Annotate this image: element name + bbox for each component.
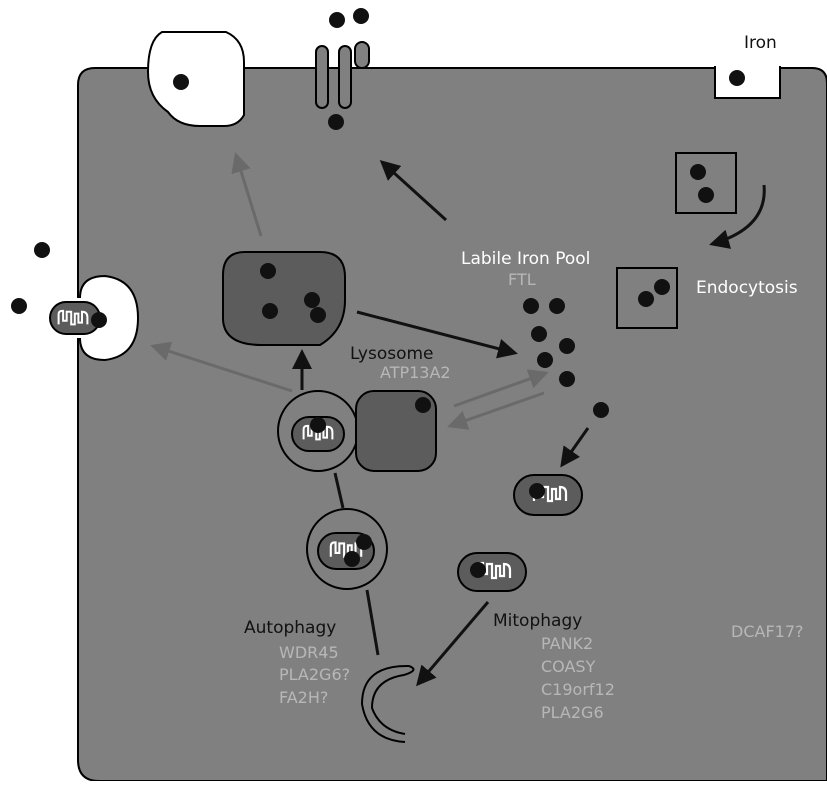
autophagy-label: Autophagy — [244, 618, 336, 638]
iron-dot — [593, 402, 609, 418]
dcaf17-label: DCAF17? — [731, 622, 804, 641]
autophagy-gene: PLA2G6? — [279, 665, 350, 684]
phagophore — [403, 665, 415, 676]
iron-dot — [329, 12, 345, 28]
autophagy-track — [333, 472, 345, 509]
mitophagy-gene: C19orf12 — [541, 680, 615, 699]
mitophagy-gene: PLA2G6 — [541, 703, 604, 722]
iron-dot — [690, 164, 706, 180]
iron-dot — [415, 397, 431, 413]
grey-arrow-from-pool — [447, 391, 545, 430]
atp13a2-label: ATP13A2 — [380, 363, 451, 382]
lysosome-label: Lysosome — [350, 344, 434, 364]
iron-dot — [470, 562, 486, 578]
iron-dot — [529, 483, 545, 499]
endosome — [675, 152, 737, 214]
ferroportin-cp-channel — [315, 41, 370, 109]
iron-dot — [523, 298, 539, 314]
arrow-mitophagy — [416, 601, 490, 687]
grey-arrow-left — [150, 341, 293, 393]
iron-dot — [310, 307, 326, 323]
iron-dot — [638, 291, 654, 307]
endocytosis-arrow — [709, 184, 766, 249]
iron-dot — [262, 303, 278, 319]
cp-label: CP — [388, 33, 410, 53]
iron-dot — [549, 298, 565, 314]
iron-dot — [654, 279, 670, 295]
iron-dot — [559, 338, 575, 354]
ftl-label: FTL — [508, 270, 536, 289]
iron-dot — [173, 74, 189, 90]
arrow-lysosome-to-pool — [356, 310, 518, 359]
grey-arrow-to-pool — [453, 369, 549, 408]
phagophore — [360, 664, 410, 743]
endocytosis-label: Endocytosis — [696, 278, 798, 298]
endosome — [616, 267, 678, 329]
left-vesicle — [79, 274, 140, 362]
iron-dot — [344, 551, 360, 567]
grey-arrow-up — [231, 152, 263, 237]
autophagy-track — [365, 589, 380, 656]
iron-label: Iron — [744, 33, 777, 53]
autophagy-gene: FA2H? — [279, 688, 328, 707]
iron-dot — [304, 292, 320, 308]
iron-dot — [91, 312, 107, 328]
arrow-pool-to-mitochondrion — [560, 427, 590, 468]
iron-dot — [328, 114, 344, 130]
lysosome-upper — [222, 251, 346, 346]
labile-iron-pool-label: Labile Iron Pool — [461, 249, 590, 269]
mitophagy-label: Mitophagy — [493, 611, 582, 631]
iron-dot — [353, 8, 369, 24]
iron-dot — [260, 263, 276, 279]
exocytosis-vesicle — [146, 31, 245, 127]
iron-dot — [537, 352, 553, 368]
iron-dot — [11, 298, 27, 314]
iron-dot — [531, 326, 547, 342]
iron-dot — [698, 187, 714, 203]
iron-dot — [310, 417, 326, 433]
arrow-to-cp — [379, 159, 448, 222]
iron-dot — [34, 242, 50, 258]
phagophore — [370, 674, 406, 735]
iron-channel — [714, 66, 781, 99]
lysosome — [355, 390, 437, 472]
iron-dot — [559, 371, 575, 387]
mitophagy-gene: COASY — [541, 657, 596, 676]
iron-dot — [356, 534, 372, 550]
mitophagy-gene: PANK2 — [541, 634, 593, 653]
iron-dot — [729, 70, 745, 86]
autophagy-gene: WDR45 — [279, 643, 339, 662]
